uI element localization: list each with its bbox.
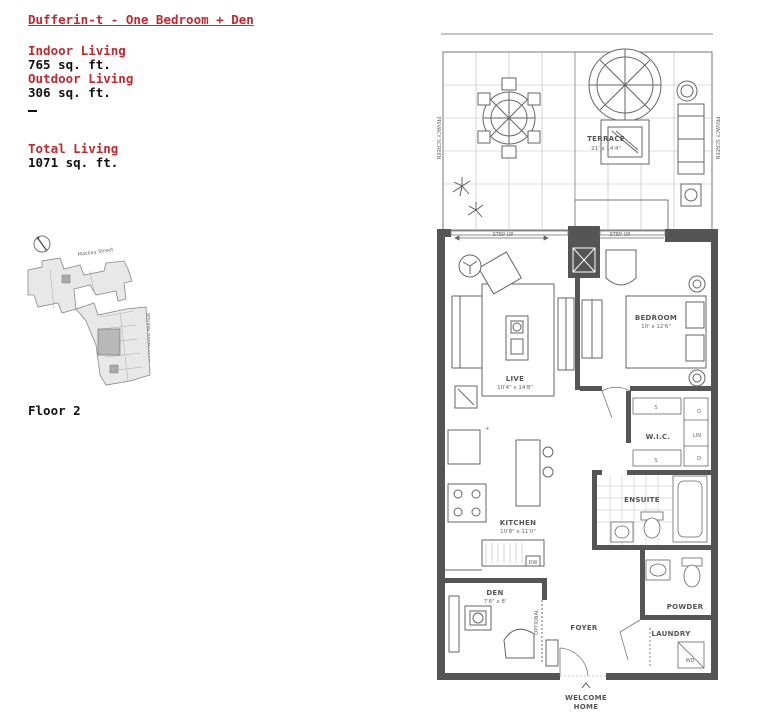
kitchen [445,429,554,571]
terrace-umbrella [588,48,662,122]
separator-dash [28,110,37,112]
indoor-living-label: Indoor Living [28,43,126,58]
shelf-label-bottom: S [654,458,657,464]
building-grid [49,268,143,382]
live-dims: 10'4" x 14'8" [497,385,533,391]
live-label: LIVE [506,375,524,383]
bedroom [581,249,707,387]
den-dims: 7'6" x 8' [484,599,507,605]
terrace-label: TERRACE [587,135,625,143]
terrace-lounge [600,80,705,207]
laundry-label: LAUNDRY [651,630,691,638]
unit-location-highlight [97,328,121,356]
bedroom-label: BEDROOM [635,314,677,322]
street-label-mackay: Mackay Street [77,247,113,258]
entry-arrow-icon [581,682,591,689]
total-living-value: 1071 sq. ft. [28,155,119,170]
dishwasher-label: DW [529,560,538,566]
den-label: DEN [486,589,503,597]
terrace-area: TERRACE 21' x 14'4" PRIVACY SCREEN PRIVA… [435,33,720,231]
north-compass-icon [33,235,51,253]
kitchen-dims: 10'8" x 11'0" [500,529,536,535]
step-up-markers [454,235,664,241]
optional-label: OPTIONAL [534,609,540,635]
total-living-label: Total Living [28,141,119,156]
welcome-label-line1: WELCOME [565,694,607,702]
bedroom-door[interactable] [601,386,631,419]
powder-room [645,557,703,588]
bedroom-dims: 10' x 12'6" [641,324,671,330]
ensuite-label: ENSUITE [624,496,660,504]
living-room [451,251,575,409]
powder-label: POWDER [667,603,704,611]
laundry-room [649,628,705,669]
kitchen-outlet-icon: + [485,426,490,432]
linen-label: LIN [693,433,701,439]
den [448,595,559,667]
site-key-plan: Mackay Street Beechwood Avenue [27,235,152,386]
drawer-label-bottom: D [697,456,701,462]
shelf-label-top: S [654,405,657,411]
privacy-screen-right: PRIVACY SCREEN [714,117,720,160]
interior-walls [445,278,711,620]
walk-in-closet [632,397,709,467]
wic-label: W.I.C. [646,433,671,441]
outdoor-living-value: 306 sq. ft. [28,85,111,100]
washer-dryer-label: WD [686,658,695,664]
floor-label: Floor 2 [28,403,81,418]
building-footprint [27,257,151,386]
kitchen-label: KITCHEN [500,519,537,527]
foyer-area [559,619,641,677]
floor-plan: TERRACE 21' x 14'4" PRIVACY SCREEN PRIVA… [435,33,720,711]
welcome-label-line2: HOME [574,703,599,711]
ensuite-bathroom [597,475,708,545]
outdoor-living-label: Outdoor Living [28,71,134,86]
drawer-label-top: D [697,409,701,415]
street-label-beechwood: Beechwood Avenue [146,313,152,362]
indoor-living-value: 765 sq. ft. [28,57,111,72]
plant-icon [452,177,484,218]
foyer-label: FOYER [570,624,598,632]
unit-title: Dufferin-t - One Bedroom + Den [28,12,254,27]
terrace-dims: 21' x 14'4" [591,146,621,152]
terrace-sliding-doors[interactable] [450,230,666,236]
terrace-dining-table [477,77,541,159]
privacy-screen-left: PRIVACY SCREEN [435,117,441,160]
